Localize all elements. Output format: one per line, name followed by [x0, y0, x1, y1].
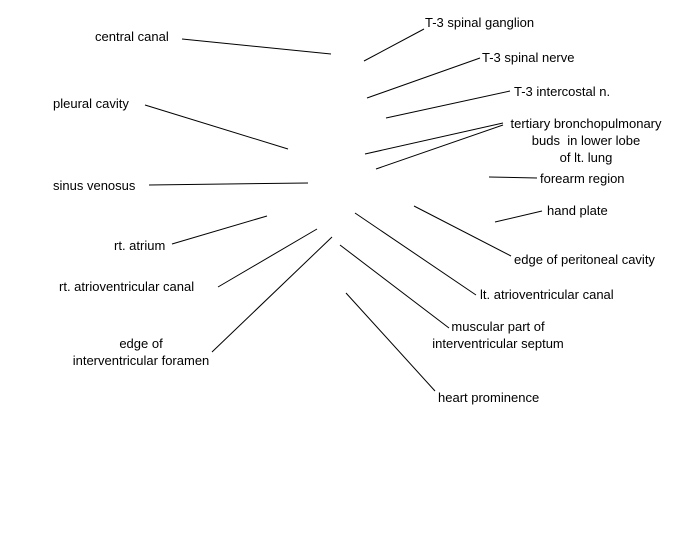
leader-tertiary-b: [375, 124, 504, 170]
label-tertiary-line2: buds in lower lobe: [531, 133, 641, 148]
label-sinus-venosus: sinus venosus: [53, 178, 136, 193]
leader-sinus-venosus: [148, 182, 309, 186]
label-edge-of-interventricular-foramen-line1: edge of: [119, 336, 163, 351]
label-t3-intercostal-nerve: T-3 intercostal n.: [514, 84, 611, 99]
label-tertiary-line3: of lt. lung: [559, 150, 613, 165]
label-rt-atrium: rt. atrium: [114, 238, 166, 253]
leader-central-canal: [181, 38, 332, 55]
leader-t3-spinal-ganglion: [363, 28, 425, 62]
label-hand-plate: hand plate: [547, 203, 608, 218]
leader-pleural-cavity: [144, 104, 289, 150]
leader-t3-spinal-nerve: [366, 57, 481, 99]
label-lt-atrioventricular-canal: lt. atrioventricular canal: [480, 287, 614, 302]
label-edge-of-interventricular-foramen: edge of interventricular foramen: [67, 335, 215, 369]
label-heart-prominence: heart prominence: [438, 390, 540, 405]
leader-tertiary-a: [364, 122, 504, 155]
label-t3-spinal-nerve: T-3 spinal nerve: [482, 50, 575, 65]
label-rt-atrioventricular-canal: rt. atrioventricular canal: [59, 279, 195, 294]
label-edge-of-peritoneal-cavity: edge of peritoneal cavity: [514, 252, 655, 267]
label-muscular-part-of-interventricular-septum: muscular part of interventricular septum: [425, 318, 571, 352]
label-muscular-line1: muscular part of: [451, 319, 545, 334]
leader-muscular-septum: [339, 244, 450, 329]
label-central-canal: central canal: [95, 29, 169, 44]
leader-lt-av-canal: [354, 212, 477, 296]
leader-hand-plate: [494, 210, 543, 223]
leader-edge-iv-foramen: [211, 236, 333, 353]
label-forearm-region: forearm region: [540, 171, 625, 186]
label-pleural-cavity: pleural cavity: [53, 96, 129, 111]
leader-edge-peritoneal: [413, 205, 512, 257]
leader-heart-prominence: [345, 292, 436, 392]
label-edge-of-interventricular-foramen-line2: interventricular foramen: [72, 353, 210, 368]
label-tertiary-bronchopulmonary-buds: tertiary bronchopulmonary buds in lower …: [497, 115, 675, 166]
leader-rt-atrium: [171, 215, 268, 245]
label-tertiary-line1: tertiary bronchopulmonary: [510, 116, 662, 131]
label-t3-spinal-ganglion: T-3 spinal ganglion: [425, 15, 535, 30]
leader-t3-intercostal: [385, 90, 511, 119]
leader-rt-av-canal: [217, 228, 318, 288]
label-muscular-line2: interventricular septum: [432, 336, 564, 351]
leader-forearm-region: [488, 176, 538, 179]
